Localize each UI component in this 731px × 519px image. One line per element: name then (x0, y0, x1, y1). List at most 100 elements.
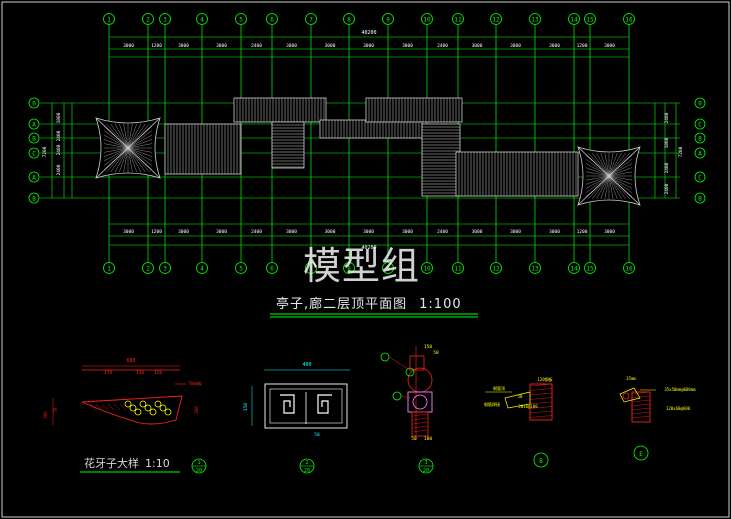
axis-label-top-1: 1 (107, 17, 111, 24)
pavilion-left-rafter (103, 126, 129, 149)
axis-bubble-bottom-9 (382, 262, 394, 274)
axis-label-top-7: 7 (309, 17, 313, 24)
axis-label-top-3: 3 (163, 17, 167, 24)
d2-fret-right (317, 394, 332, 414)
axis-bubble-top-14 (568, 13, 580, 25)
d4-bubble (533, 452, 549, 468)
axis-bubble-top-1 (103, 13, 115, 25)
dim-bottom-3: 3000 (178, 229, 189, 235)
axis-bubble-bottom-8 (343, 262, 355, 274)
axis-bubble-bottom-13 (529, 262, 541, 274)
dim-top-12: 3000 (510, 43, 521, 49)
pavilion-left-rafter (103, 143, 129, 149)
roof-right-link (421, 123, 461, 197)
dim-top-5: 2400 (251, 43, 262, 49)
pavilion-left-rafter (127, 123, 150, 149)
d1-hatch (101, 403, 109, 411)
pavilion-left-rafter (127, 139, 153, 149)
d1-side-a: 390 (43, 411, 48, 419)
dim-bottom-6: 3000 (286, 229, 297, 235)
pavilion-right-rafter (585, 175, 610, 181)
dim-bottom-2: 1200 (151, 229, 162, 235)
d5-beam (619, 387, 641, 403)
d4-label-2: 120钢板 (537, 376, 552, 382)
axis-bubble-top-10 (421, 13, 433, 25)
pavilion-right-rafter (604, 175, 610, 200)
row-bubble-right-3 (694, 132, 706, 144)
axis-bubble-bottom-16 (623, 262, 635, 274)
d1-side-b: 70 (53, 407, 58, 412)
d1-hatch (119, 403, 127, 411)
row-label-right-6: B (698, 196, 702, 203)
d5-bolt (622, 392, 630, 400)
row-label-right-4: A (698, 151, 702, 158)
d1-bubble-bottom: 20 (196, 468, 202, 474)
axis-bubble-top-16 (623, 13, 635, 25)
axis-label-bottom-7: 7 (309, 266, 313, 273)
row-bubble-right-5 (694, 171, 706, 183)
axis-bubble-bottom-3 (159, 262, 171, 274)
row-bubble-right-1 (694, 97, 706, 109)
pavilion-right-rafter (585, 171, 610, 177)
row-label-left-6: B (32, 196, 36, 203)
row-label-left-4: C (32, 151, 36, 158)
pavilion-right-rafter (608, 175, 630, 200)
pavilion-left-rafter (127, 123, 142, 149)
d1-ornament (149, 408, 157, 416)
dim-bottom-5: 2400 (251, 229, 262, 235)
total-dim-top: 40200 (361, 30, 376, 36)
row-bubble-left-1 (28, 97, 40, 109)
pavilion-right-rafter (608, 152, 618, 177)
roof-left-link (271, 121, 305, 169)
axis-bubble-bottom-10 (421, 262, 433, 274)
d1-hatch (95, 403, 103, 411)
d1-hatch (89, 403, 97, 411)
axis-label-bottom-3: 3 (163, 266, 167, 273)
row-bubble-left-4 (28, 147, 40, 159)
pavilion-right-rafter (585, 167, 610, 177)
axis-label-top-13: 13 (531, 17, 539, 24)
d5-hatch (631, 399, 651, 403)
d3-leader-1 (388, 356, 411, 371)
axis-bubble-bottom-7 (305, 262, 317, 274)
d1-dim-b: 130 (136, 370, 144, 376)
axis-bubble-top-4 (196, 13, 208, 25)
d3-dim-bottom-a: 50 (411, 436, 417, 442)
axis-label-top-14: 14 (570, 17, 578, 24)
axis-label-top-8: 8 (347, 17, 351, 24)
d5-bubble (633, 445, 649, 461)
pavilion-left-rafter (127, 147, 153, 157)
pavilion-right-rafter (608, 175, 633, 189)
pavilion-right-rafter (608, 155, 633, 177)
pavilion-left-rafter (127, 147, 142, 173)
dim-right-3: 2400 (664, 162, 670, 173)
d3-bubble-top: 3 (424, 460, 427, 466)
row-bubble-left-5 (28, 171, 40, 183)
roof-mid-strip (319, 119, 423, 139)
axis-label-bottom-4: 4 (200, 266, 204, 273)
pavilion-left-rafter (127, 147, 153, 162)
roof-right-gallery-outline (455, 151, 579, 197)
d4-hatch (529, 415, 553, 418)
axis-label-bottom-9: 9 (386, 266, 390, 273)
axis-label-bottom-12: 12 (492, 266, 500, 273)
d5-hatch (631, 391, 651, 395)
d1-side-c: 200 (194, 406, 199, 414)
d1-ornament (164, 408, 172, 416)
d5-label-2: 35x50mm@600mm (664, 387, 696, 392)
d4-label-1: 钢管顶 (493, 385, 505, 391)
d3-hatch (412, 417, 428, 421)
pavilion-right-rafter (585, 175, 610, 189)
dim-top-1: 3000 (123, 43, 134, 49)
d1-bubble-top: 1 (197, 460, 200, 466)
dim-top-7: 3000 (325, 43, 336, 49)
axis-bubble-bottom-2 (142, 262, 154, 274)
roof-upper-left-ridge-outline (233, 97, 327, 123)
d4-hatch (529, 392, 553, 396)
d4-hatch (529, 406, 553, 409)
row-label-left-2: A (32, 122, 36, 129)
d3-bubble-bottom: 20 (423, 468, 429, 474)
